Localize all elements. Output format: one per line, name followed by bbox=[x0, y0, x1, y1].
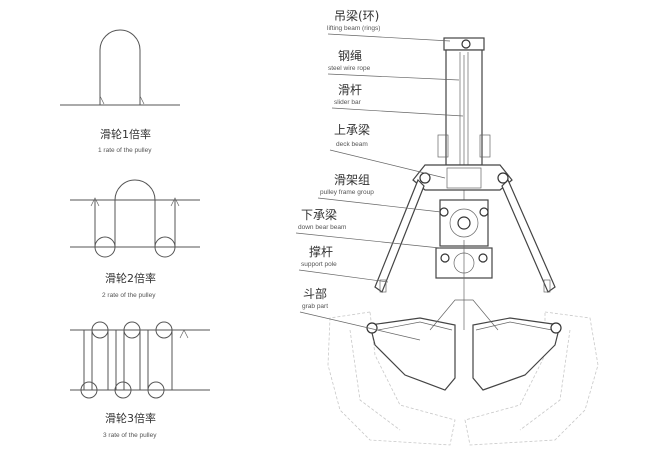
bucket-left-half bbox=[369, 317, 456, 391]
leader-line bbox=[327, 33, 451, 42]
pulley-wheel-icon bbox=[457, 216, 471, 230]
leader-line bbox=[331, 107, 464, 117]
hinge-pin-icon bbox=[478, 253, 488, 263]
part-label-zh: 滑架组 bbox=[334, 173, 370, 187]
pulley-rate-3-schematic: 滑轮3倍率 3 rate of the pulley bbox=[70, 321, 210, 439]
part-label-en: down bear beam bbox=[298, 224, 346, 231]
part-label-en: steel wire rope bbox=[328, 65, 371, 72]
hinge-pin-icon bbox=[497, 172, 509, 184]
hinge-pin-icon bbox=[440, 253, 450, 263]
part-label-zh: 撑杆 bbox=[309, 244, 333, 259]
part-label-en: slider bar bbox=[334, 99, 362, 106]
part-label-en: pulley frame group bbox=[320, 189, 374, 196]
part-label-support-pole: 撑杆 support pole bbox=[298, 244, 389, 283]
support-pole-right bbox=[501, 178, 556, 293]
lifting-ring-icon bbox=[461, 39, 471, 49]
part-label-down-bear-beam: 下承梁 down bear beam bbox=[295, 207, 441, 249]
leader-line bbox=[298, 269, 389, 283]
leader-line bbox=[327, 73, 460, 81]
part-label-zh: 斗部 bbox=[303, 286, 327, 301]
part-label-en: support pole bbox=[301, 261, 337, 268]
leader-line bbox=[329, 149, 446, 179]
part-label-zh: 下承梁 bbox=[301, 207, 337, 222]
leader-line bbox=[317, 197, 442, 213]
part-label-zh: 滑杆 bbox=[338, 83, 362, 97]
bucket-right-half bbox=[472, 317, 561, 391]
hinge-pin-icon bbox=[366, 322, 378, 334]
part-label-zh: 吊梁(环) bbox=[334, 8, 379, 23]
pulley-rate-2-label: 滑轮2倍率 bbox=[105, 271, 156, 285]
pulley-rate-3-caption: 3 rate of the pulley bbox=[103, 432, 157, 439]
deck-beam bbox=[412, 164, 513, 191]
hinge-pin-icon bbox=[419, 172, 431, 184]
part-label-grab-part: 斗部 grab part bbox=[299, 286, 421, 341]
part-label-en: deck beam bbox=[336, 141, 368, 148]
pulley-rate-3-label: 滑轮3倍率 bbox=[105, 411, 156, 425]
grab-bucket-drawing bbox=[327, 37, 599, 446]
hinge-pin-icon bbox=[550, 322, 562, 334]
part-label-zh: 上承梁 bbox=[334, 122, 370, 137]
support-pole-left bbox=[374, 178, 425, 293]
part-label-pulley-frame-group: 滑架组 pulley frame group bbox=[317, 173, 442, 213]
pulley-rate-1-caption: 1 rate of the pulley bbox=[98, 147, 152, 154]
pulley-rate-2-caption: 2 rate of the pulley bbox=[102, 292, 156, 299]
pulley-rate-1-label: 滑轮1倍率 bbox=[100, 127, 151, 141]
part-label-steel-wire-rope: 钢绳 steel wire rope bbox=[327, 49, 460, 81]
part-label-slider-bar: 滑杆 slider bar bbox=[331, 83, 464, 117]
leader-line bbox=[299, 311, 421, 341]
part-label-deck-beam: 上承梁 deck beam bbox=[329, 122, 446, 179]
part-label-en: lifting beam (rings) bbox=[327, 25, 380, 32]
part-label-zh: 钢绳 bbox=[338, 49, 362, 63]
part-label-en: grab part bbox=[302, 303, 328, 310]
part-label-lifting-beam: 吊梁(环) lifting beam (rings) bbox=[327, 8, 451, 42]
pulley-rate-2-schematic: 滑轮2倍率 2 rate of the pulley bbox=[70, 179, 200, 299]
pulley-rate-1-schematic: 滑轮1倍率 1 rate of the pulley bbox=[60, 29, 180, 154]
leader-line bbox=[295, 232, 441, 249]
